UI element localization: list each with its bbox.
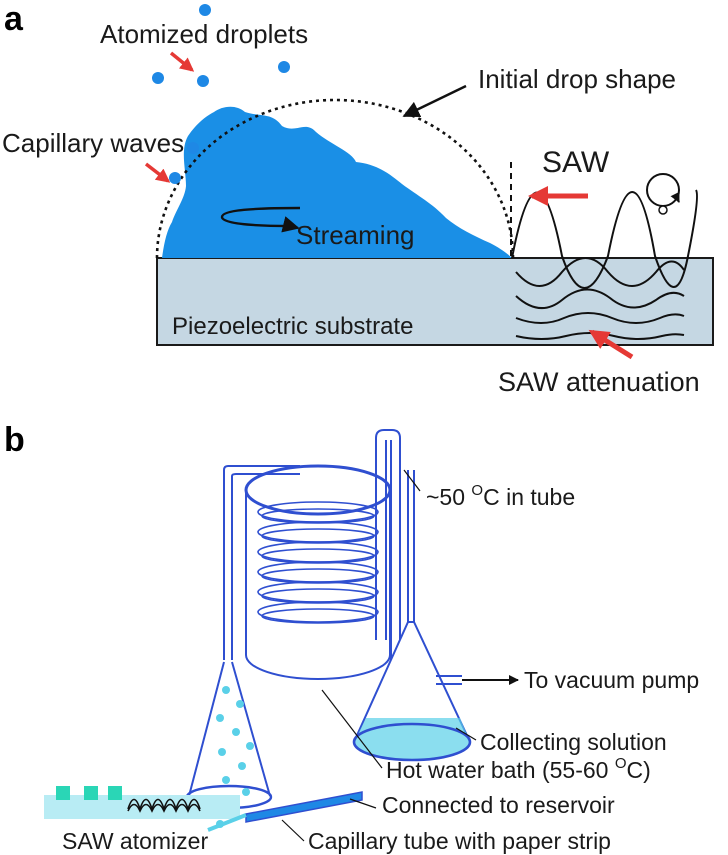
atomized-droplet (152, 72, 164, 84)
saw-label: SAW (542, 146, 610, 179)
vacuum-pump-label: To vacuum pump (524, 667, 699, 693)
tube-temp-prefix: ~50 (426, 484, 471, 510)
condenser-coil (257, 501, 379, 624)
atomized-droplets-arrow (169, 51, 195, 72)
atomized-droplet (187, 142, 199, 154)
initial-drop-shape-arrow (402, 84, 467, 118)
collecting-solution-label: Collecting solution (480, 729, 667, 755)
saw-attenuation-label: SAW attenuation (498, 367, 700, 397)
atomized-droplet (169, 172, 181, 184)
left-funnel (185, 661, 273, 810)
atomized-droplet (199, 4, 211, 16)
saw-atomizer (44, 786, 240, 819)
bath-sup: O (615, 755, 627, 772)
initial-drop-shape-label: Initial drop shape (478, 64, 676, 94)
particle-orbit (646, 173, 680, 207)
streaming-label: Streaming (296, 220, 415, 250)
atomized-droplet (197, 75, 209, 87)
bath-suffix: C) (627, 757, 651, 783)
capillary-waves-arrow (144, 162, 171, 183)
piezoelectric-substrate (156, 257, 714, 346)
tube-temperature-label: ~50 OC in tube (426, 482, 575, 510)
tube-temp-leader (403, 469, 421, 492)
capillary-tube-label: Capillary tube with paper strip (308, 828, 611, 854)
panel-a: a Atomized dropl (2, 0, 714, 397)
bath-leader (321, 689, 383, 769)
reservoir-label: Connected to reservoir (382, 792, 615, 818)
capillary-waves-label: Capillary waves (2, 128, 184, 158)
saw-atomizer-label: SAW atomizer (62, 828, 208, 854)
collecting-leader (455, 727, 477, 741)
panel-a-letter: a (4, 0, 24, 38)
tube-temp-suffix: C in tube (483, 484, 575, 510)
atomized-droplet (278, 61, 290, 73)
attenuation-wave-4 (515, 332, 685, 340)
bath-prefix: Hot water bath (55-60 (386, 757, 615, 783)
reservoir-leader (349, 798, 377, 809)
capillary-tube (207, 791, 363, 832)
left-glass-tube (223, 465, 300, 660)
streaming-arrow (220, 206, 301, 233)
panel-b: b (4, 421, 699, 854)
attenuation-wave-2 (515, 288, 685, 309)
particle-dot (658, 205, 668, 215)
tube-temp-sup: O (471, 482, 483, 499)
substrate-label: Piezoelectric substrate (172, 313, 413, 340)
capillary-leader (281, 819, 305, 842)
saw-attenuation-arrow (588, 329, 634, 360)
attenuation-wave-3 (515, 312, 685, 324)
orbit-arrow (670, 191, 680, 203)
panel-b-letter: b (4, 421, 25, 459)
liquid-drop (162, 106, 512, 258)
atomized-droplets-label: Atomized droplets (100, 19, 308, 49)
collecting-flask (352, 621, 472, 762)
saw-surface-wave (511, 189, 698, 289)
attenuation-wave-1 (515, 257, 685, 287)
hot-water-bath-label: Hot water bath (55-60 OC) (386, 755, 651, 783)
